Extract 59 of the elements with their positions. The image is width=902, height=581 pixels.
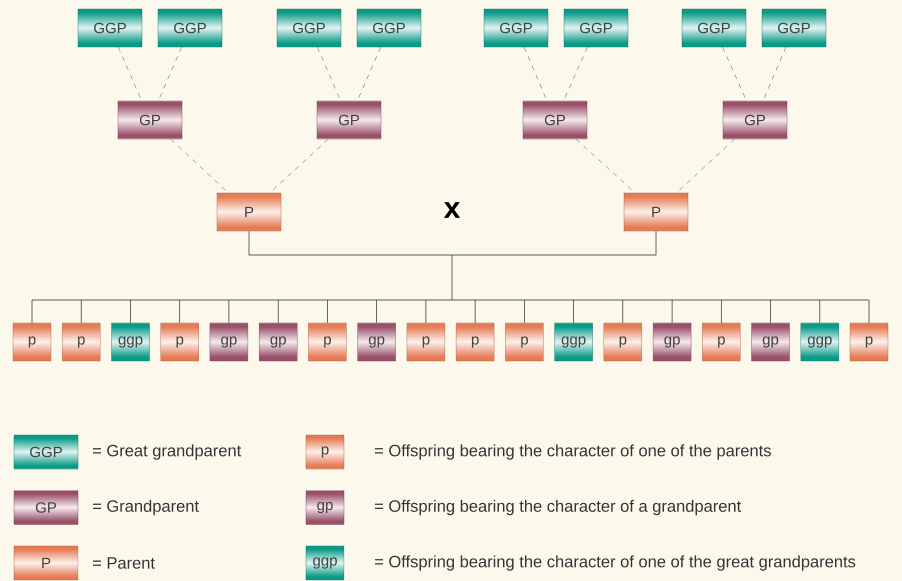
connector-line [179, 300, 180, 324]
connector-line [452, 230, 656, 256]
connector-line [32, 254, 870, 300]
offspring-box: p [850, 322, 888, 362]
offspring-box: gp [652, 322, 692, 362]
connector-line [524, 47, 548, 101]
connector-line [228, 300, 230, 324]
ancestor-box: GP [316, 100, 382, 140]
ancestor-box: GP [118, 100, 182, 140]
legend-text: = Parent [93, 557, 155, 569]
ancestor-box: GGP [78, 8, 142, 48]
connector-line [130, 300, 131, 324]
connector-line [762, 47, 786, 101]
ancestor-box: GGP [158, 8, 222, 48]
ancestor-box: GGP [276, 8, 342, 48]
offspring-box: p [456, 322, 494, 362]
ancestor-box: GGP [484, 8, 548, 48]
cross-symbol: x [444, 202, 460, 218]
connector-line [819, 300, 820, 324]
connector-line [524, 300, 525, 324]
connector-line [327, 300, 328, 324]
offspring-box: p [160, 322, 199, 362]
offspring-box: gp [210, 322, 248, 362]
offspring-box: p [308, 322, 347, 362]
parent-box: P [216, 192, 282, 232]
ancestor-box: GGP [356, 8, 422, 48]
ancestor-box: GP [722, 100, 788, 140]
offspring-box: p [62, 322, 100, 362]
ancestor-box: GP [522, 100, 588, 140]
legend-text: = Offspring bearing the character of a grandparent [375, 500, 742, 516]
offspring-box: gp [751, 322, 790, 362]
connector-line [770, 300, 771, 324]
legend-text: = Offspring bearing the character of one of the parents [375, 444, 771, 460]
offspring-box: p [604, 322, 642, 362]
connector-line [573, 300, 574, 324]
connector-line [80, 300, 82, 324]
ancestor-box: GGP [762, 8, 826, 48]
legend-text: = Offspring bearing the character of one of the great grandparents [375, 555, 856, 571]
legend-text: = Great grandparent [93, 444, 242, 460]
offspring-box: ggp [800, 322, 839, 362]
offspring-box: ggp [554, 322, 593, 362]
offspring-box: p [406, 322, 446, 362]
connector-line [278, 300, 279, 324]
offspring-box: ggp [111, 322, 150, 362]
ancestor-box: GGP [682, 8, 746, 48]
offspring-box: p [505, 322, 544, 362]
connector-line [868, 300, 870, 324]
connector-line [248, 230, 452, 256]
ancestor-box: GGP [564, 8, 628, 48]
connector-line [622, 300, 624, 324]
connector-line [720, 300, 722, 324]
offspring-box: gp [259, 322, 298, 362]
connector-line [474, 300, 476, 324]
legend-text: = Grandparent [93, 500, 199, 516]
offspring-box: p [12, 322, 52, 362]
offspring-box: gp [357, 322, 396, 362]
connector-line [376, 300, 377, 324]
offspring-box: p [702, 322, 740, 362]
parent-box: P [624, 192, 688, 232]
